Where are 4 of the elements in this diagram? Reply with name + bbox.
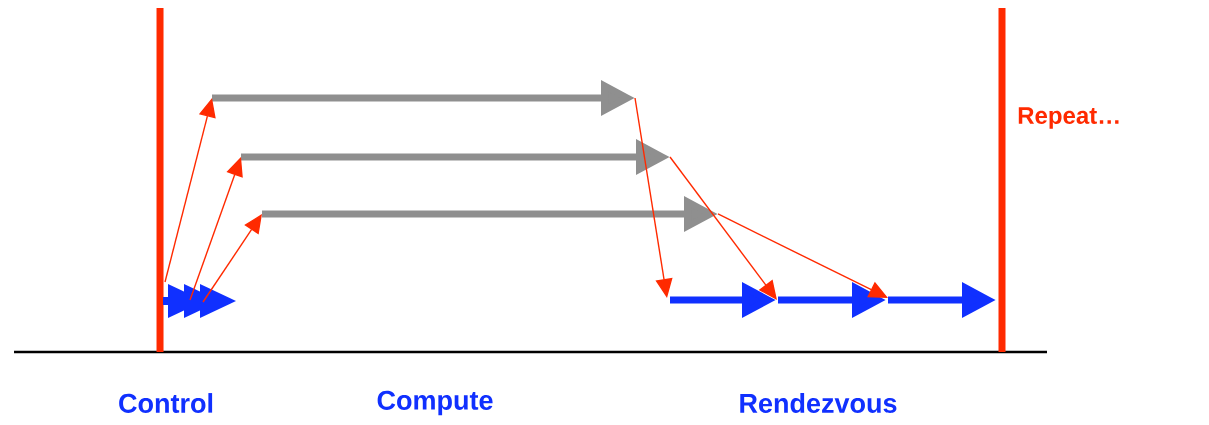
caption-text: Rendezvous: [740, 393, 897, 413]
caption-text: Compute: [377, 390, 493, 416]
caption-text: Repeat…: [1018, 107, 1119, 129]
caption-text: Control: [119, 393, 213, 413]
